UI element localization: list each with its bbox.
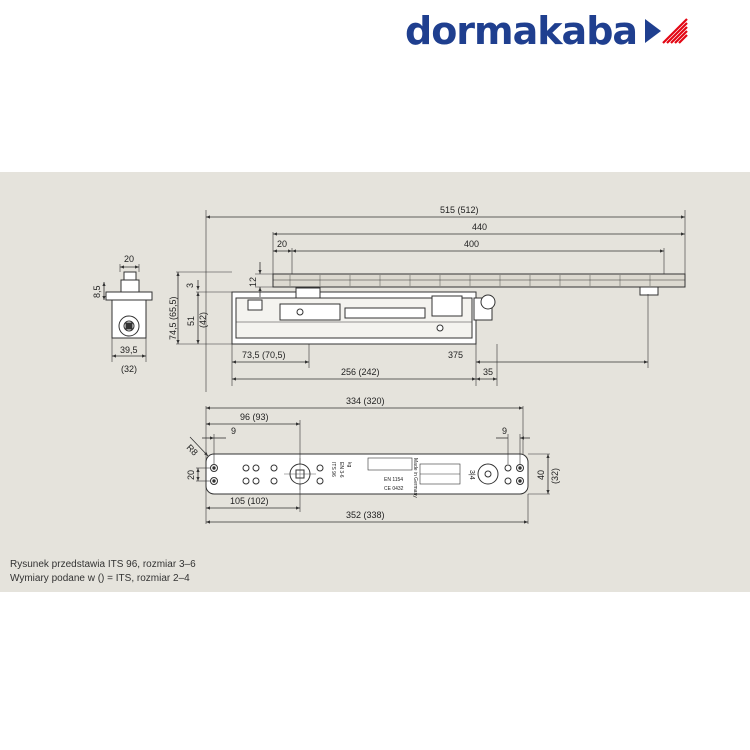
plate-model: ITS 96 (330, 462, 336, 477)
plate-size: EN 3-6 (338, 462, 344, 478)
brand-mark-icon (643, 16, 690, 46)
dim-440: 440 (472, 222, 487, 232)
dim-35: 35 (483, 367, 493, 377)
dim-256: 256 (242) (341, 367, 380, 377)
dim-400: 400 (464, 239, 479, 249)
plate-ce: CE 0432 (384, 486, 404, 492)
dim-73-5: 73,5 (70,5) (242, 350, 286, 360)
plate-text: ITS 96 EN 3-6 kg EN 1154 CE 0432 Made in… (330, 458, 475, 498)
brand-logo: dormakaba (405, 8, 735, 54)
dim-96: 96 (93) (240, 412, 269, 422)
dim-352: 352 (338) (346, 510, 385, 520)
dim-51: 51 (186, 316, 196, 326)
drawing-caption: Rysunek przedstawia ITS 96, rozmiar 3–6 … (10, 558, 196, 586)
caption-line-2: Wymiary podane w () = ITS, rozmiar 2–4 (10, 573, 190, 584)
plate-en: EN 1154 (384, 477, 403, 483)
dim-42: (42) (198, 312, 208, 328)
brand-name: dormakaba (405, 9, 638, 53)
dim-375: 375 (448, 350, 463, 360)
side-view (105, 264, 153, 362)
dim-39-5: 39,5 (120, 345, 138, 355)
mounting-plate (205, 453, 529, 495)
drawing-panel: 20 8,5 39,5 (32) (0, 172, 750, 592)
dim-515: 515 (512) (440, 205, 479, 215)
dim-20-top: 20 (277, 239, 287, 249)
dim-9-right: 9 (502, 426, 507, 436)
dim-20-plate: 20 (186, 470, 196, 480)
dim-32-plate: (32) (550, 468, 560, 484)
door-closer-body (231, 287, 496, 345)
dim-40: 40 (536, 470, 546, 480)
dim-12: 12 (248, 277, 258, 287)
slide-rail (272, 273, 686, 296)
caption-line-1: Rysunek przedstawia ITS 96, rozmiar 3–6 (10, 559, 196, 570)
dim-105: 105 (102) (230, 496, 269, 506)
dim-74-5: 74,5 (65,5) (168, 296, 178, 340)
plate-made: Made in Germany (412, 458, 418, 498)
dim-20-side: 20 (124, 254, 134, 264)
dim-8-5: 8,5 (92, 285, 102, 298)
plate-size-mark: 3|4 (468, 470, 475, 480)
technical-drawing: 20 8,5 39,5 (32) (92, 205, 686, 524)
dim-9-left: 9 (231, 426, 236, 436)
dim-3: 3 (185, 283, 195, 288)
dim-32-side: (32) (121, 364, 137, 374)
dim-334: 334 (320) (346, 396, 385, 406)
plate-weight: kg (346, 462, 352, 468)
